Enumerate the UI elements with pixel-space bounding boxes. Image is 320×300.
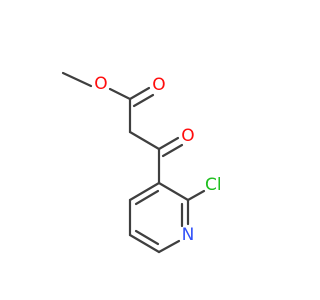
ring-bond-c4-c3-b [134, 189, 160, 206]
bond-ester-c-double-o-a [128, 86, 151, 101]
atom-label-o-methoxy: O [94, 74, 107, 94]
atom-label-chlorine: Cl [205, 175, 222, 195]
atom-label-o-ester-carbonyl: O [152, 75, 165, 95]
bond-c2-cl [186, 189, 206, 202]
ring-bond-c6-c5-a [128, 233, 161, 254]
ring-bond-c6-c5-b [134, 229, 160, 246]
bond-ch2-ketone-c [128, 130, 161, 151]
ring-bond-c3-c2 [157, 181, 190, 202]
bond-ketone-double-o-a [157, 136, 180, 151]
bond-methyl-o [61, 71, 93, 88]
molecule-structure-diagram: O O O Cl N [61, 71, 222, 254]
bond-ester-c-double-o-b [132, 93, 155, 108]
ring-bond-c4-c3-a [128, 181, 161, 202]
atom-label-layer: O O O Cl N [94, 74, 221, 245]
ring-bond-n-c6 [157, 239, 181, 254]
bond-o-ester-c [108, 87, 132, 101]
bond-layer [61, 71, 206, 254]
atom-label-o-ketone: O [181, 126, 194, 146]
bond-ketone-double-o-b [161, 143, 184, 158]
atom-label-nitrogen: N [182, 225, 195, 245]
